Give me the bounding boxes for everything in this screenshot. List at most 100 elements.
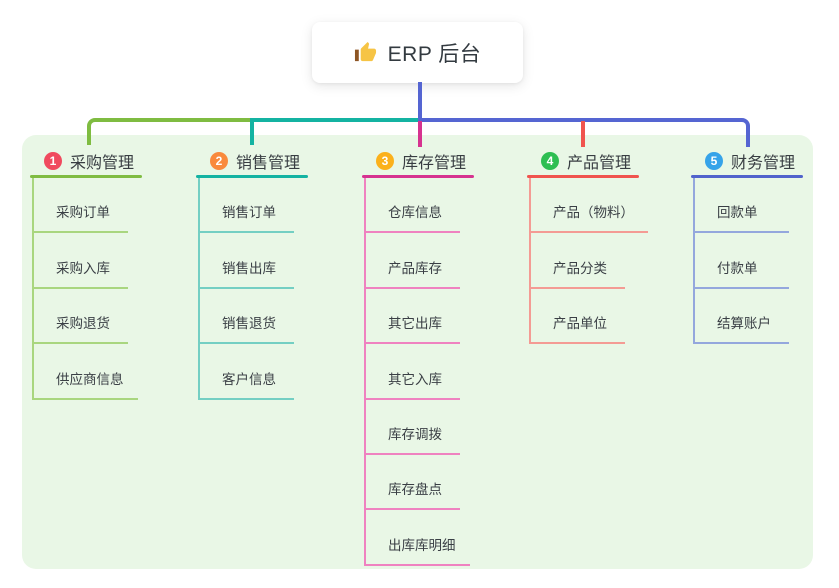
child-label: 采购入库: [56, 260, 110, 276]
child-row: 采购订单: [32, 178, 195, 234]
branch-children: 仓库信息 产品库存 其它出库 其它入库 库存调拨 库存盘点 出库库明细: [364, 178, 527, 566]
child-row: 供应商信息: [32, 344, 195, 400]
branch-header[interactable]: 5 财务管理: [691, 148, 839, 174]
branch-number-badge: 3: [376, 152, 394, 170]
branch-3: 3 库存管理 仓库信息 产品库存 其它出库 其它入库 库存调拨 库存盘点: [362, 148, 527, 566]
branches-background-panel: [22, 135, 813, 569]
child-label: 销售出库: [222, 260, 276, 276]
child-label: 供应商信息: [56, 371, 124, 387]
child-label: 客户信息: [222, 371, 276, 387]
connector-bus-branch-2: [250, 118, 420, 122]
branch-number-badge: 1: [44, 152, 62, 170]
branch-spine-line: [693, 178, 695, 345]
branch-4: 4 产品管理 产品（物料） 产品分类 产品单位: [527, 148, 692, 345]
branch-underline: [362, 175, 474, 178]
child-row: 其它出库: [364, 289, 527, 345]
connector-drop-branch-2: [250, 118, 254, 145]
branch-label: 销售管理: [236, 155, 301, 172]
connector-branch-1: [87, 118, 252, 145]
child-node[interactable]: 采购订单: [32, 201, 128, 234]
child-node[interactable]: 仓库信息: [364, 201, 460, 234]
branch-underline: [196, 175, 308, 178]
child-row: 付款单: [693, 233, 839, 289]
child-node[interactable]: 客户信息: [198, 368, 294, 400]
child-node[interactable]: 回款单: [693, 201, 789, 234]
root-node[interactable]: ERP 后台: [312, 22, 523, 83]
child-label: 采购退货: [56, 316, 110, 332]
branch-underline: [30, 175, 142, 178]
child-label: 采购订单: [56, 205, 110, 221]
branch-header[interactable]: 3 库存管理: [362, 148, 527, 174]
branch-2: 2 销售管理 销售订单 销售出库 销售退货 客户信息: [196, 148, 361, 400]
connector-branch-5: [418, 118, 750, 147]
child-row: 产品单位: [529, 289, 692, 345]
child-row: 销售出库: [198, 233, 361, 289]
child-label: 仓库信息: [388, 205, 442, 221]
child-node[interactable]: 产品库存: [364, 257, 460, 289]
child-row: 库存盘点: [364, 455, 527, 511]
thumbs-up-icon: [354, 41, 377, 64]
child-node[interactable]: 供应商信息: [32, 368, 138, 400]
branch-label: 财务管理: [731, 155, 796, 172]
child-row: 产品（物料）: [529, 178, 692, 234]
child-row: 销售订单: [198, 178, 361, 234]
child-row: 客户信息: [198, 344, 361, 400]
child-node[interactable]: 产品单位: [529, 312, 625, 345]
connector-drop-branch-4: [581, 121, 585, 147]
child-label: 产品（物料）: [553, 205, 634, 221]
child-node[interactable]: 采购入库: [32, 257, 128, 289]
child-label: 其它入库: [388, 371, 442, 387]
branch-spine-line: [364, 178, 366, 566]
child-label: 出库库明细: [388, 537, 456, 553]
child-node[interactable]: 采购退货: [32, 312, 128, 345]
child-node[interactable]: 结算账户: [693, 312, 789, 345]
child-row: 采购入库: [32, 233, 195, 289]
child-row: 库存调拨: [364, 400, 527, 455]
branch-children: 回款单 付款单 结算账户: [693, 178, 839, 345]
child-node[interactable]: 销售订单: [198, 201, 294, 234]
child-row: 产品分类: [529, 233, 692, 289]
child-label: 库存调拨: [388, 426, 442, 442]
child-row: 产品库存: [364, 233, 527, 289]
branch-label: 库存管理: [402, 155, 467, 172]
root-title: ERP 后台: [387, 42, 482, 66]
branch-header[interactable]: 4 产品管理: [527, 148, 692, 174]
child-node[interactable]: 其它出库: [364, 312, 460, 345]
branch-1: 1 采购管理 采购订单 采购入库 采购退货 供应商信息: [30, 148, 195, 400]
branch-number-badge: 2: [210, 152, 228, 170]
child-label: 其它出库: [388, 316, 442, 332]
branch-header[interactable]: 2 销售管理: [196, 148, 361, 174]
child-label: 销售订单: [222, 205, 276, 221]
branch-number-badge: 5: [705, 152, 723, 170]
branch-underline: [527, 175, 639, 178]
child-label: 回款单: [717, 205, 758, 221]
branch-label: 产品管理: [567, 155, 632, 172]
child-node[interactable]: 产品分类: [529, 257, 625, 289]
child-label: 付款单: [717, 260, 758, 276]
child-label: 产品库存: [388, 260, 442, 276]
child-label: 产品分类: [553, 260, 607, 276]
child-label: 结算账户: [717, 316, 771, 332]
branch-children: 采购订单 采购入库 采购退货 供应商信息: [32, 178, 195, 400]
child-row: 回款单: [693, 178, 839, 234]
child-label: 销售退货: [222, 316, 276, 332]
child-node[interactable]: 销售退货: [198, 312, 294, 345]
branch-underline: [691, 175, 803, 178]
child-node[interactable]: 产品（物料）: [529, 201, 648, 234]
child-node[interactable]: 出库库明细: [364, 534, 470, 566]
child-label: 产品单位: [553, 316, 607, 332]
child-node[interactable]: 其它入库: [364, 368, 460, 400]
branch-children: 产品（物料） 产品分类 产品单位: [529, 178, 692, 345]
child-node[interactable]: 付款单: [693, 257, 789, 289]
branch-number-badge: 4: [541, 152, 559, 170]
branch-children: 销售订单 销售出库 销售退货 客户信息: [198, 178, 361, 400]
branch-spine-line: [198, 178, 200, 400]
child-row: 出库库明细: [364, 510, 527, 566]
root-stem-line: [418, 82, 422, 120]
child-node[interactable]: 库存盘点: [364, 478, 460, 511]
child-label: 库存盘点: [388, 482, 442, 498]
branch-header[interactable]: 1 采购管理: [30, 148, 195, 174]
child-node[interactable]: 销售出库: [198, 257, 294, 289]
child-node[interactable]: 库存调拨: [364, 423, 460, 455]
